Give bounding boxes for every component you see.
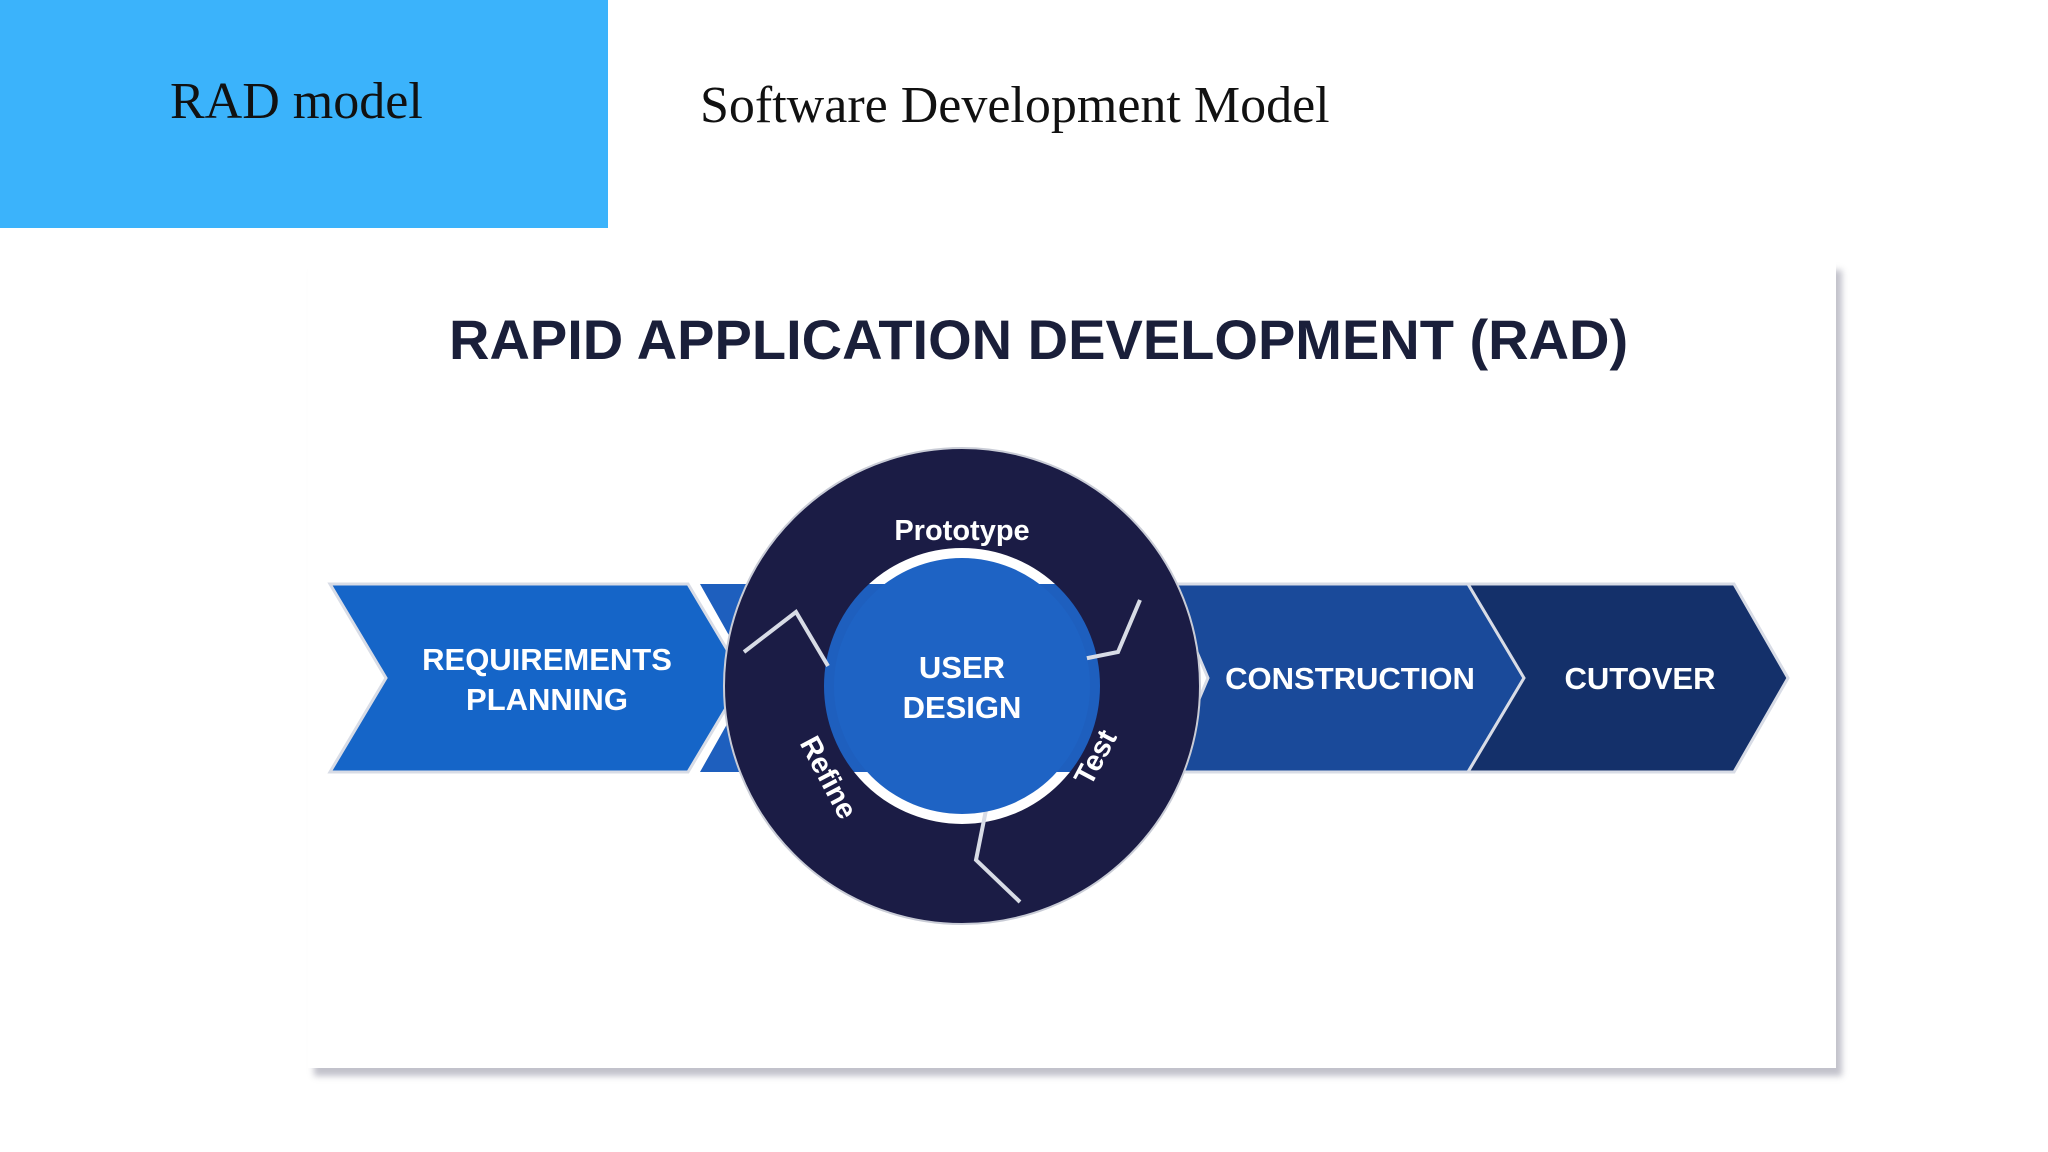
user-design-circle xyxy=(834,558,1090,814)
rad-diagram-svg: RAPID APPLICATION DEVELOPMENT (RAD) REQU… xyxy=(327,308,1790,925)
rad-diagram-image: RAPID APPLICATION DEVELOPMENT (RAD) REQU… xyxy=(308,262,1836,1068)
cutover-label: CUTOVER xyxy=(1564,661,1715,696)
slide-title: RAD model xyxy=(170,73,423,130)
cutover-arrow xyxy=(1465,582,1790,774)
cycle-ring-edge xyxy=(723,447,1201,925)
diagram-heading: RAPID APPLICATION DEVELOPMENT (RAD) xyxy=(449,308,1628,371)
cycle-ring xyxy=(724,448,1200,924)
construction-label: CONSTRUCTION xyxy=(1225,661,1475,696)
ring-arrow-break-left xyxy=(742,609,830,668)
slide-subtitle: Software Development Model xyxy=(700,77,1330,134)
requirements-label-line2: PLANNING xyxy=(466,682,628,717)
title-box xyxy=(0,0,608,228)
ring-arrow-break-bottom xyxy=(973,809,1022,904)
user-design-label-line1: USER xyxy=(919,650,1005,685)
prototype-label: Prototype xyxy=(894,515,1029,547)
requirements-planning-arrow xyxy=(327,582,746,774)
requirements-label-line1: REQUIREMENTS xyxy=(422,642,672,677)
user-design-label-line2: DESIGN xyxy=(903,690,1022,725)
